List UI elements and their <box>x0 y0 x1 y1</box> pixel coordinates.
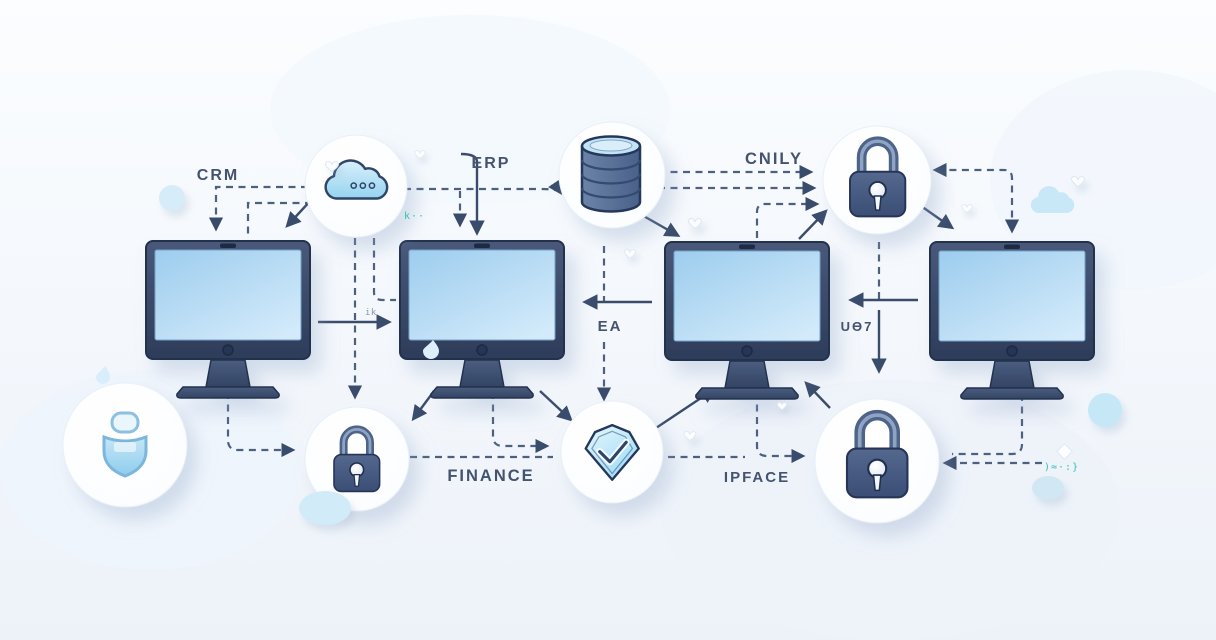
decor: ik k·· )≈·:} <box>96 150 1122 525</box>
database-icon <box>580 135 642 213</box>
label-uo7: UƟ7 <box>841 319 874 334</box>
label-cnily: CNILY <box>745 150 803 168</box>
arrow-erp-to-monitor-2 <box>460 152 485 236</box>
arrow-monitor-1-to-padlock-bl <box>226 392 296 458</box>
arrow-monitor-2-to-diamond-dashed <box>491 392 550 454</box>
arrow-monitor-4-to-padlock-br-a <box>952 394 1024 456</box>
decor-glyph-mid: ik <box>365 308 377 318</box>
cloud-node <box>304 134 408 238</box>
label-finance: FINANCE <box>447 467 534 485</box>
arrow-monitor-3-to-padlock-br <box>755 392 806 464</box>
shield-user-node <box>62 382 188 508</box>
decor-diamond-shape <box>1056 443 1073 460</box>
decor-blob <box>299 491 351 525</box>
decor-mini-cloud <box>1030 186 1075 214</box>
shield-user-icon <box>102 411 148 478</box>
label-ipface: IPFACE <box>724 469 790 486</box>
arrow-padlock-to-monitor-4 <box>920 205 955 230</box>
decor-blob <box>1032 476 1064 500</box>
label-crm: CRM <box>197 167 239 184</box>
decor-glyph-teal-top: k·· <box>404 211 425 222</box>
arrow-cloud-to-monitor-1-a <box>208 185 308 232</box>
arrow-padlock-br-to-monitor-3 <box>804 381 831 409</box>
labels: CRM ERP CNILY EA UƟ7 FINANCE IPFACE <box>197 150 874 486</box>
background-wash <box>990 70 1216 290</box>
database-node <box>558 121 666 229</box>
decor-droplet <box>96 366 110 384</box>
padlock-bottom-left-node <box>304 406 410 512</box>
label-erp: ERP <box>472 155 511 172</box>
padlock-top-node <box>822 125 932 235</box>
arrow-cloud-to-database <box>404 179 562 195</box>
decor-blob <box>159 185 185 211</box>
label-ea: EA <box>598 318 623 335</box>
decor-glyph-teal-bottom: )≈·:} <box>1044 462 1079 473</box>
arrow-cloud-to-monitor-1-b <box>246 201 312 236</box>
arrow-monitor-2-to-diamond <box>539 390 573 422</box>
diamond-check-node <box>560 400 664 504</box>
arrow-padlock-monitor-4-loop <box>932 162 1020 234</box>
arrow-monitor-3-to-padlock <box>755 196 820 238</box>
connector-arrows <box>208 152 1042 471</box>
icon-nodes <box>62 121 940 524</box>
decor-droplet <box>423 340 439 359</box>
padlock-bottom-right-node <box>814 398 940 524</box>
diamond-check-icon <box>584 423 640 481</box>
decor-blob <box>1088 393 1122 427</box>
arrow-monitor-3-to-padlock-solid <box>798 209 828 240</box>
arrow-cloud-to-monitor-2-side <box>372 238 396 302</box>
